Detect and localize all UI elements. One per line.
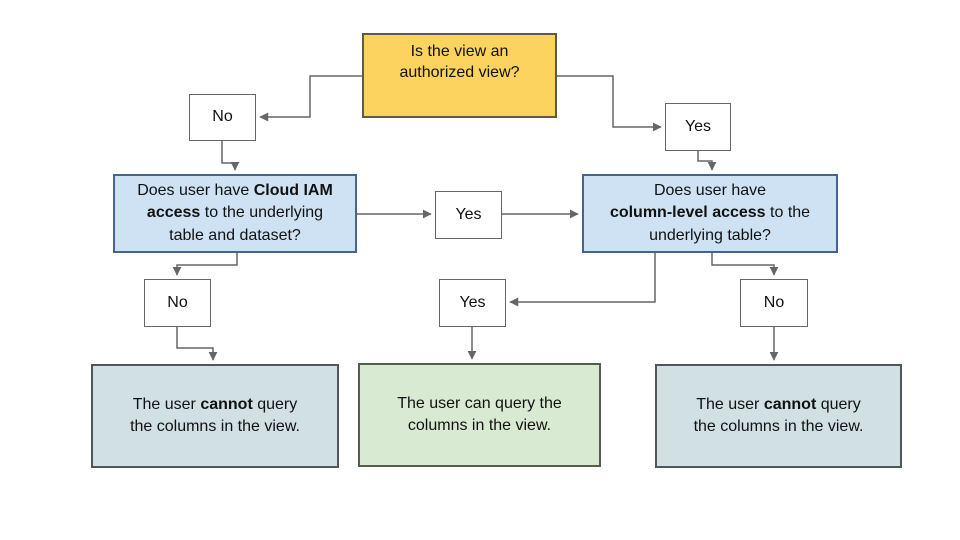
outcome-cannot-query-right: The user cannot query the columns in the… <box>655 364 902 468</box>
decision-cloud-iam-access: Does user have Cloud IAM access to the u… <box>113 174 357 253</box>
outcome-cannot-query-right-text: The user cannot query the columns in the… <box>693 395 864 435</box>
connector-column-to-yes-bottom <box>509 253 656 307</box>
decision-authorized-view-text: Is the view an authorized view? <box>399 43 520 81</box>
answer-no-right: No <box>740 279 808 327</box>
answer-no-top-label: No <box>212 108 233 126</box>
answer-no-left: No <box>144 279 211 327</box>
decision-authorized-view: Is the view an authorized view? <box>362 33 557 118</box>
outcome-can-query-text: The user can query the columns in the vi… <box>397 394 562 434</box>
outcome-can-query: The user can query the columns in the vi… <box>358 363 601 467</box>
outcome-cannot-query-left: The user cannot query the columns in the… <box>91 364 339 468</box>
answer-yes-bottom-label: Yes <box>459 293 486 311</box>
connector-no-left-to-outcome <box>176 327 218 361</box>
connector-column-to-no-right <box>711 253 779 276</box>
answer-yes-mid: Yes <box>435 191 502 239</box>
decision-column-level-access-text: Does user have column-level access to th… <box>609 181 811 244</box>
answer-yes-bottom: Yes <box>439 279 506 327</box>
answer-yes-mid-label: Yes <box>455 205 482 223</box>
connector-no-to-iam <box>221 141 240 171</box>
outcome-cannot-query-left-text: The user cannot query the columns in the… <box>130 395 300 435</box>
answer-yes-top: Yes <box>665 103 731 151</box>
answer-no-right-label: No <box>763 293 785 311</box>
answer-yes-top-label: Yes <box>684 117 712 135</box>
connector-iam-to-no-left <box>172 253 238 276</box>
connector-root-to-no <box>259 75 362 122</box>
decision-cloud-iam-access-text: Does user have Cloud IAM access to the u… <box>137 181 333 244</box>
answer-no-left-label: No <box>167 293 188 311</box>
connector-yes-to-column <box>697 151 717 171</box>
decision-column-level-access: Does user have column-level access to th… <box>582 174 838 253</box>
connector-root-to-yes <box>557 75 662 132</box>
answer-no-top: No <box>189 94 256 141</box>
